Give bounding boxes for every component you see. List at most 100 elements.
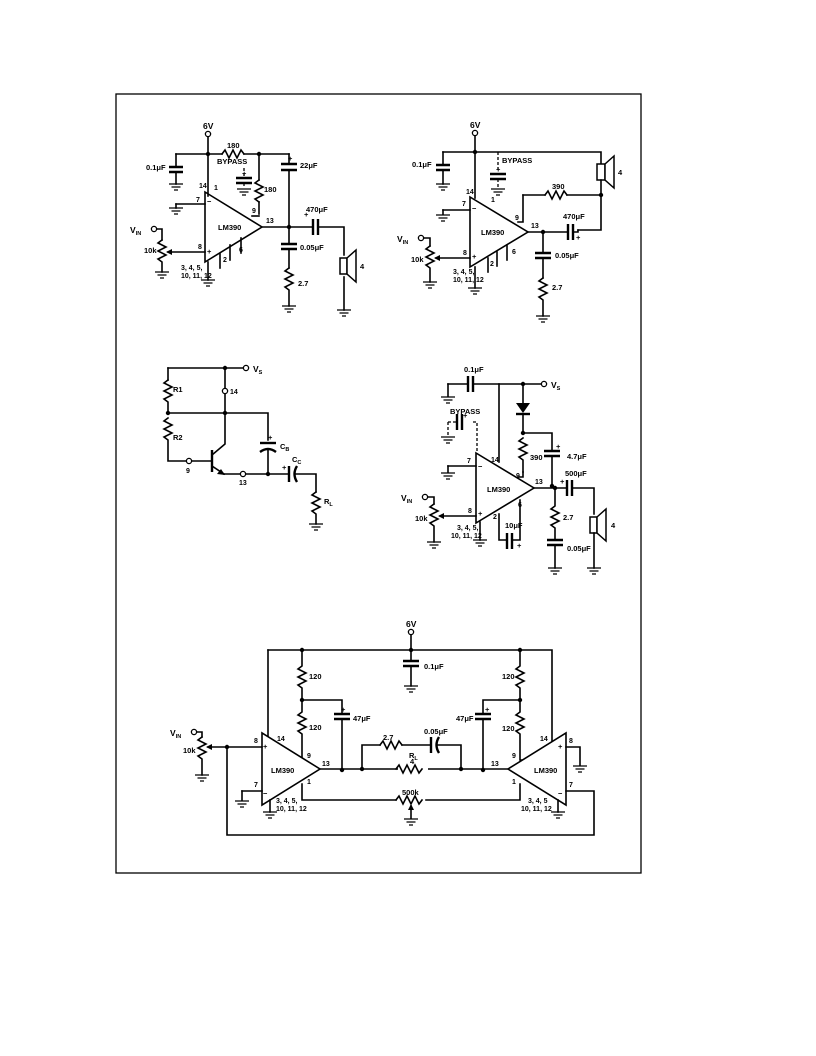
c-coupling-label: 500μF xyxy=(565,469,587,478)
c-supply-label: 0.1μF xyxy=(424,662,444,671)
resistor-120-left-top xyxy=(296,649,308,701)
svg-text:9: 9 xyxy=(515,215,519,222)
r-right-bot-label: 120 xyxy=(502,724,515,733)
svg-text:+: + xyxy=(463,411,468,420)
vin-label: VIN xyxy=(401,493,412,505)
svg-text:1: 1 xyxy=(491,197,495,204)
pot-label: 10k xyxy=(411,255,424,264)
gnd-pins-right: 3, 4, 5 xyxy=(528,798,548,805)
svg-text:8: 8 xyxy=(468,508,472,515)
svg-text:7: 7 xyxy=(569,782,573,789)
potentiometer-500k xyxy=(394,794,424,806)
vin-label: VIN xyxy=(130,225,141,237)
svg-text:13: 13 xyxy=(266,218,274,225)
svg-text:+: + xyxy=(288,154,293,163)
vs-terminal xyxy=(242,364,250,372)
svg-text:+: + xyxy=(263,742,268,751)
gnd-pins-left-b: 10, 11, 12 xyxy=(276,806,307,813)
c-right-label: 47μF xyxy=(456,714,474,723)
resistor-120-right-top xyxy=(514,649,526,701)
svg-text:−: − xyxy=(558,789,563,798)
supply-terminal xyxy=(407,628,415,636)
svg-text:13: 13 xyxy=(322,761,330,768)
resistor-120-left-bot xyxy=(295,699,308,761)
resistor-rl xyxy=(394,763,424,775)
capacitor-10uF xyxy=(505,533,514,549)
supply-terminal xyxy=(471,129,479,137)
pot-label: 10k xyxy=(415,514,428,523)
resistor-120-right-bot xyxy=(514,699,526,761)
supply-label: 6V xyxy=(406,619,417,629)
gnd-pins-a: 3, 4, 5, xyxy=(181,265,202,272)
vin-terminal xyxy=(421,493,429,501)
svg-text:+: + xyxy=(560,477,565,486)
svg-text:14: 14 xyxy=(491,457,499,464)
svg-text:14: 14 xyxy=(199,183,207,190)
svg-text:+: + xyxy=(472,252,477,261)
svg-text:2: 2 xyxy=(223,257,227,264)
r-right-top-label: 120 xyxy=(502,672,515,681)
circuit-1: 6V 180 0.1μF BYPASS + 180 LM390 − + 14 1 xyxy=(130,121,365,317)
svg-text:9: 9 xyxy=(307,753,311,760)
rl-label: RL xyxy=(324,497,333,508)
svg-text:9: 9 xyxy=(512,753,516,760)
chip-label: LM390 xyxy=(487,485,510,494)
r-snubber-label: 2.7 xyxy=(552,283,562,292)
svg-text:−: − xyxy=(472,204,477,213)
svg-text:14: 14 xyxy=(540,736,548,743)
pot-label: 10k xyxy=(183,746,196,755)
figure-frame xyxy=(115,93,642,874)
svg-text:+: + xyxy=(496,165,501,174)
supply-label: 6V xyxy=(203,121,214,131)
svg-text:1: 1 xyxy=(214,185,218,192)
resistor-2.7 xyxy=(537,276,549,317)
diode xyxy=(516,403,530,413)
r-fb-label: 390 xyxy=(552,182,565,191)
vin-label: VIN xyxy=(397,234,408,246)
svg-text:7: 7 xyxy=(467,458,471,465)
r-left-top-label: 120 xyxy=(309,672,322,681)
speaker-label: 4 xyxy=(611,521,616,530)
svg-text:13: 13 xyxy=(239,480,247,487)
svg-text:9: 9 xyxy=(186,468,190,475)
lm390-amplifier xyxy=(204,190,264,264)
bypass-label: BYPASS xyxy=(217,157,247,166)
supply-label: 6V xyxy=(470,120,481,130)
lm390-amplifier-right xyxy=(506,731,567,807)
svg-text:+: + xyxy=(576,233,581,242)
resistor-rl xyxy=(310,490,322,525)
vin-terminal xyxy=(190,728,198,736)
rl-value-label: 4 xyxy=(410,757,415,766)
circuit-5: 6V 0.1μF 120 120 + 47μF 120 120 + 47μF xyxy=(170,619,595,836)
potentiometer-10k xyxy=(156,238,168,273)
resistor-r1 xyxy=(162,378,174,414)
svg-text:2: 2 xyxy=(490,261,494,268)
c-comp-label: 10μF xyxy=(505,521,523,530)
svg-text:13: 13 xyxy=(535,479,543,486)
chip-label: LM390 xyxy=(481,228,504,237)
svg-text:6: 6 xyxy=(512,249,516,256)
pin14-terminal xyxy=(221,387,229,395)
svg-text:14: 14 xyxy=(230,389,238,396)
svg-text:13: 13 xyxy=(531,223,539,230)
gnd-pins-a: 3, 4, 5, xyxy=(453,269,474,276)
svg-text:−: − xyxy=(207,197,212,206)
r-left-bot-label: 120 xyxy=(309,723,322,732)
gnd-pins-b: 10, 11, 12 xyxy=(181,273,212,280)
r-snubber-label: 2.7 xyxy=(563,513,573,522)
vs-label: VS xyxy=(253,364,263,376)
gnd-pins-left: 3, 4, 5, xyxy=(276,798,297,805)
gnd-pins-b: 10, 11, 12 xyxy=(451,533,482,540)
svg-text:14: 14 xyxy=(466,189,474,196)
svg-text:9: 9 xyxy=(252,208,256,215)
cb-label: CB xyxy=(280,442,289,453)
supply-terminal xyxy=(204,130,212,138)
svg-text:+: + xyxy=(304,210,309,219)
resistor-180-top xyxy=(220,148,246,160)
svg-text:+: + xyxy=(478,509,483,518)
pot-label: 10k xyxy=(144,246,157,255)
svg-text:−: − xyxy=(263,789,268,798)
svg-text:+: + xyxy=(556,442,561,451)
capacitor-22uF xyxy=(281,162,297,172)
